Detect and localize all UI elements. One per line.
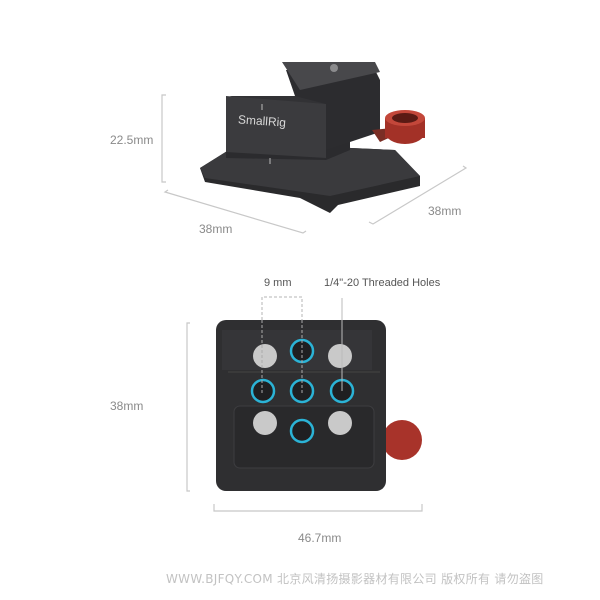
- watermark: WWW.BJFQY.COM 北京风清扬摄影器材有限公司 版权所有 请勿盗图: [166, 572, 544, 586]
- dim-hole-spacing-label: 9 mm: [264, 277, 292, 289]
- dim-height-label: 22.5mm: [110, 133, 154, 147]
- dim-depth-right-label: 38mm: [428, 204, 462, 218]
- bottom-product-view: 9 mm 1/4"-20 Threaded Holes 38mm 46.7mm: [0, 260, 600, 560]
- quick-release-clamp-isometric: [161, 62, 468, 234]
- quick-release-clamp-underside: [186, 296, 423, 512]
- dim-height-label: 38mm: [110, 399, 144, 413]
- dim-width-label: 46.7mm: [298, 531, 342, 545]
- top-product-view: SmallRig 22.5mm 38mm 38mm: [0, 0, 600, 260]
- threaded-holes-callout: 1/4"-20 Threaded Holes: [324, 277, 441, 289]
- dim-depth-left-label: 38mm: [199, 222, 233, 236]
